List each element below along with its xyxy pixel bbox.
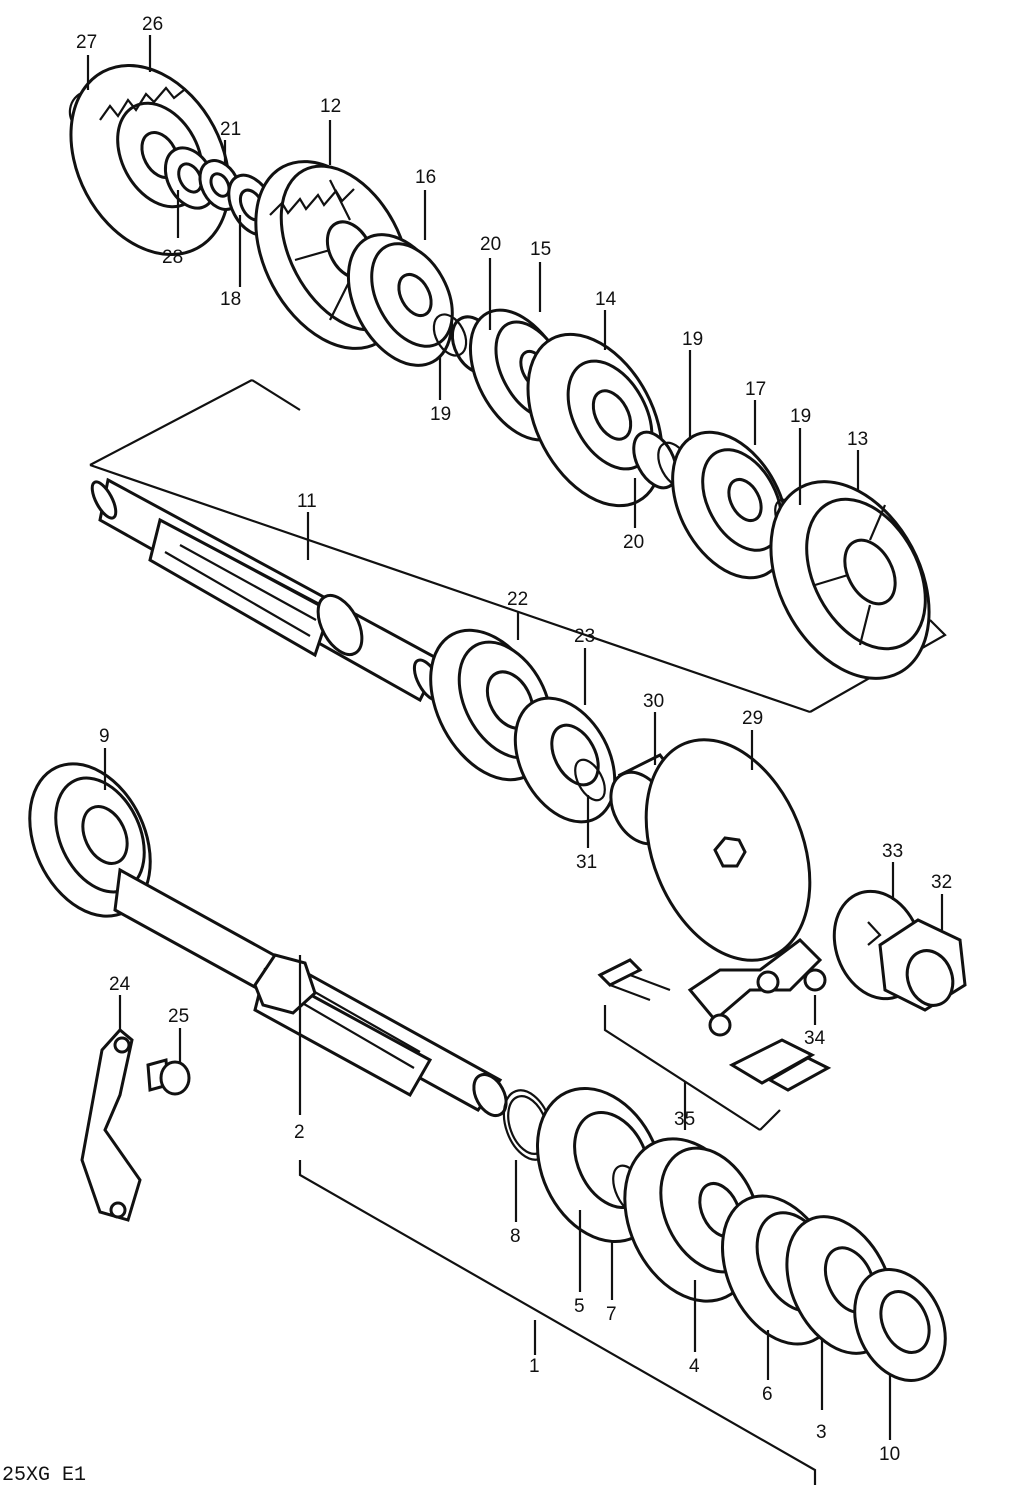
callout-34: 34 [804, 1028, 826, 1049]
part-31-o-ring [574, 758, 606, 802]
part-23-oil-seal [513, 696, 617, 824]
callout-4: 4 [689, 1356, 700, 1377]
callout-26: 26 [142, 14, 163, 35]
part-13-gear [769, 480, 931, 680]
callout-27: 27 [76, 32, 97, 53]
callout-32: 32 [931, 872, 952, 893]
callout-6: 6 [762, 1384, 773, 1405]
callout-25: 25 [168, 1006, 189, 1027]
countershaft-group-outline [89, 379, 947, 714]
callout-29: 29 [742, 708, 763, 729]
part-34-drive-chain [687, 938, 827, 1037]
part-20-lower-washer [632, 430, 678, 490]
callout-18: 18 [220, 289, 241, 310]
callout-16: 16 [415, 167, 436, 188]
callout-10: 10 [879, 1444, 900, 1465]
callout-20-upper: 20 [480, 234, 501, 255]
callout-13: 13 [847, 429, 868, 450]
callout-12: 12 [320, 96, 341, 117]
callout-3: 3 [816, 1422, 827, 1443]
callout-labels: 27 26 21 28 18 12 16 20 15 14 19 19 17 1… [76, 14, 952, 1465]
callout-7: 7 [606, 1304, 617, 1325]
part-29-sprocket [644, 738, 812, 962]
part-10-bearing [853, 1268, 947, 1382]
part-25-bolt [146, 1058, 191, 1096]
part-14-gear [526, 332, 664, 508]
model-code-caption: 25XG E1 [2, 1464, 86, 1487]
part-16-gear [346, 233, 454, 367]
part-35-master-link [597, 958, 832, 1131]
callout-9: 9 [99, 726, 110, 747]
callout-30: 30 [643, 691, 664, 712]
part-19-upper-circlip [432, 313, 468, 357]
callout-14: 14 [595, 289, 617, 310]
callout-5: 5 [574, 1296, 585, 1317]
callout-35: 35 [674, 1109, 695, 1130]
callout-31: 31 [576, 852, 597, 873]
callout-21: 21 [220, 119, 241, 140]
part-17-gear [671, 430, 789, 580]
callout-19-left: 19 [430, 404, 451, 425]
callout-8: 8 [510, 1226, 521, 1247]
callout-17: 17 [745, 379, 766, 400]
part-26-gear [69, 63, 231, 257]
part-32-nut [878, 918, 967, 1012]
callout-2: 2 [294, 1122, 305, 1143]
callout-22: 22 [507, 589, 528, 610]
part-1-group-bracket [298, 1160, 817, 1485]
part-11-countershaft [90, 477, 444, 703]
callout-20-lower: 20 [623, 532, 644, 553]
callout-28: 28 [162, 247, 183, 268]
callout-33: 33 [882, 841, 903, 862]
leader-lines [86, 35, 944, 1440]
part-2-main-shaft [113, 867, 508, 1118]
callout-19-upper: 19 [682, 329, 703, 350]
callout-11: 11 [297, 491, 317, 512]
part-24-bracket [80, 1027, 142, 1222]
callout-1: 1 [529, 1356, 540, 1377]
callout-23: 23 [574, 626, 595, 647]
callout-19-right: 19 [790, 406, 811, 427]
callout-24: 24 [109, 974, 131, 995]
callout-15: 15 [530, 239, 551, 260]
